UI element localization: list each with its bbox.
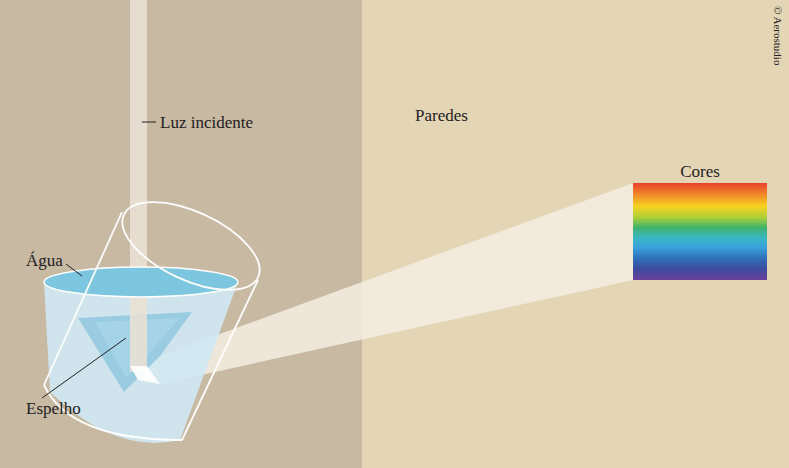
reflection-point [130, 366, 160, 384]
node-heading: Cores [633, 163, 767, 183]
wall-left [0, 0, 362, 468]
glass-side [182, 280, 258, 440]
wall-label: Paredes [415, 107, 468, 124]
spectrum-band [633, 183, 767, 280]
mirror-label: Espelho [26, 400, 81, 417]
leader-line [142, 122, 156, 123]
glass-rim [110, 184, 273, 308]
beam-label: Luz incidente [160, 114, 253, 131]
copyright-note: © Aerostudio [772, 6, 783, 65]
color-spectrum: Cores [633, 163, 767, 280]
incident-beam [130, 0, 147, 372]
water-surface [44, 267, 238, 297]
leader-line [42, 338, 126, 398]
glass-side [44, 212, 122, 385]
water-label: Água [26, 252, 63, 269]
leader-line [66, 264, 82, 276]
